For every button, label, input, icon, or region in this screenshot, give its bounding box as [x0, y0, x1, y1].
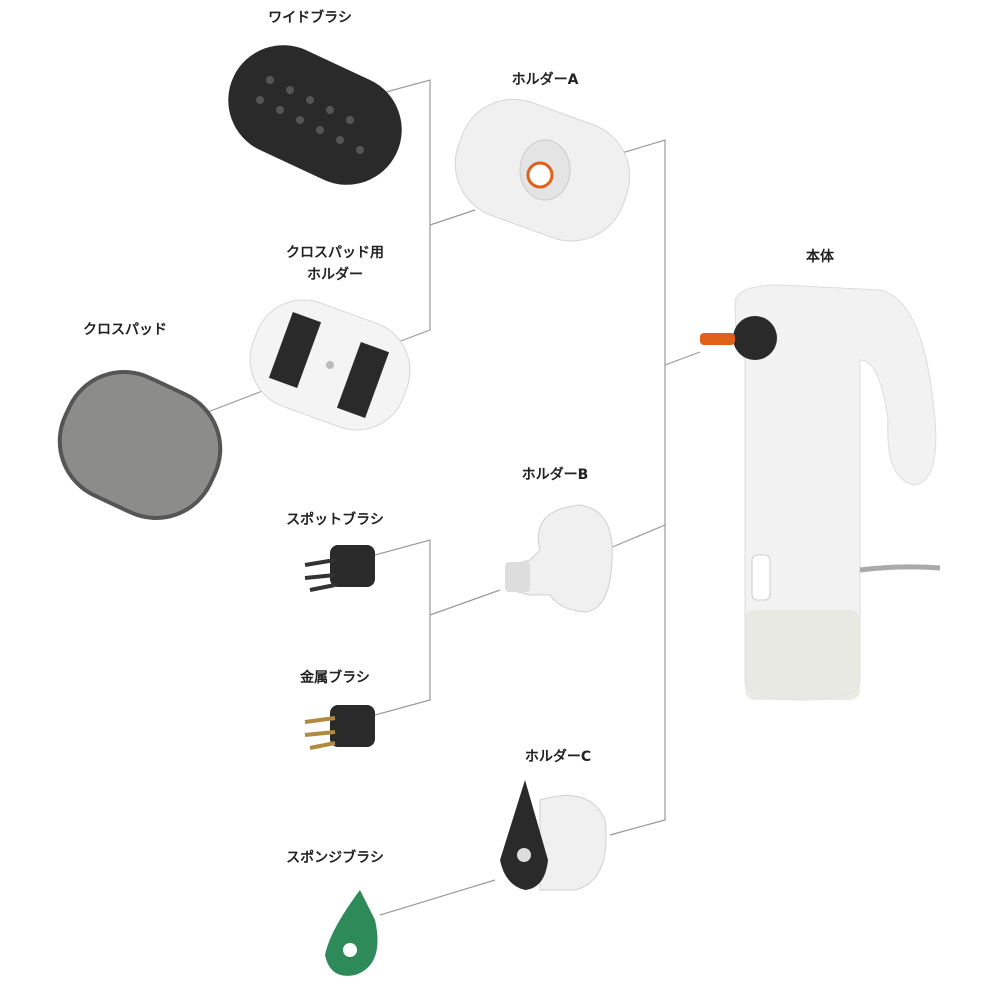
label-cross-pad-holder-1: クロスパッド用	[286, 245, 384, 261]
label-metal-brush: 金属ブラシ	[300, 670, 370, 686]
spot-brush-image	[304, 545, 375, 592]
label-spot-brush: スポットブラシ	[286, 512, 384, 528]
label-cross-pad: クロスパッド	[83, 322, 167, 338]
metal-brush-image	[304, 705, 375, 750]
label-holder-c: ホルダーC	[524, 749, 592, 765]
label-cross-pad-holder-2: ホルダー	[307, 267, 363, 283]
wide-brush-image	[228, 45, 402, 185]
main-body-image	[700, 284, 941, 701]
cross-pad-holder-image	[249, 299, 411, 431]
label-holder-a: ホルダーA	[511, 72, 579, 88]
label-sponge-brush: スポンジブラシ	[286, 850, 384, 866]
cross-pad-image	[57, 370, 223, 520]
holder-b-image	[505, 504, 613, 613]
connector-lines	[199, 79, 701, 916]
label-main-body: 本体	[806, 249, 834, 265]
label-holder-b: ホルダーB	[521, 467, 589, 483]
label-wide-brush: ワイドブラシ	[268, 10, 352, 26]
holder-c-image	[500, 780, 607, 891]
holder-a-image	[454, 98, 631, 242]
sponge-brush-image	[325, 890, 378, 976]
